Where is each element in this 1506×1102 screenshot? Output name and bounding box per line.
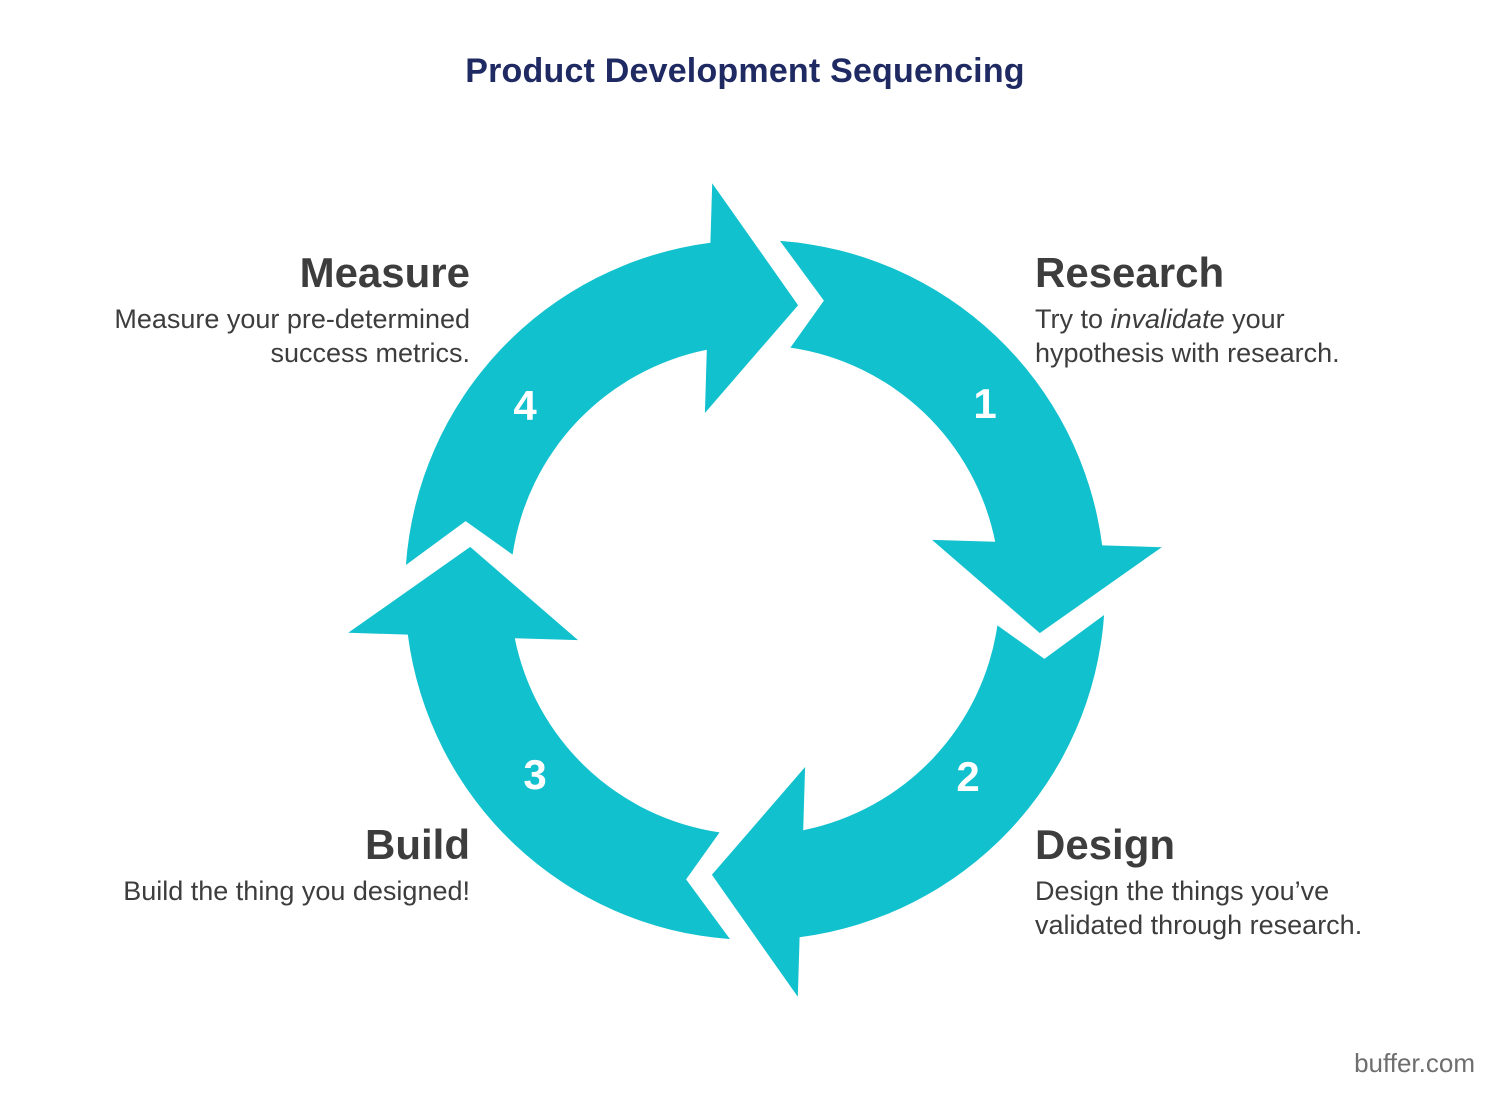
step-description-measure: Measure your pre-determined success metr… — [90, 302, 470, 370]
research-desc-italic: invalidate — [1110, 304, 1225, 334]
footer-credit: buffer.com — [1354, 1048, 1475, 1078]
measure-desc-line2: success metrics. — [270, 338, 470, 368]
build-desc-line1: Build the thing you designed! — [123, 876, 470, 906]
design-desc-line2: validated through research. — [1035, 910, 1363, 940]
step-number-3: 3 — [523, 751, 546, 798]
step-label-research: Research — [1035, 249, 1225, 296]
step-description-build: Build the thing you designed! — [90, 874, 470, 908]
research-desc-line2: hypothesis with research. — [1035, 338, 1340, 368]
step-number-4: 4 — [513, 382, 537, 429]
step-number-1: 1 — [973, 380, 996, 427]
step-block-measure: Measure Measure your pre-determined succ… — [90, 248, 470, 370]
step-label-build: Build — [365, 821, 470, 868]
step-description-research: Try to invalidate your hypothesis with r… — [1035, 302, 1455, 370]
cycle-segment-measure — [405, 183, 799, 565]
step-block-research: Research Try to invalidate your hypothes… — [1035, 248, 1455, 370]
step-description-design: Design the things you’ve validated throu… — [1035, 874, 1455, 942]
step-label-design: Design — [1035, 821, 1176, 868]
measure-desc-line1: Measure your pre-determined — [114, 304, 470, 334]
step-number-2: 2 — [956, 753, 979, 800]
step-label-measure: Measure — [299, 249, 470, 296]
cycle-diagram: 1 2 3 4 — [348, 183, 1162, 997]
research-desc-pre: Try to — [1035, 304, 1111, 334]
step-block-design: Design Design the things you’ve validate… — [1035, 820, 1455, 942]
page-title: Product Development Sequencing — [465, 52, 1025, 90]
design-desc-line1: Design the things you’ve — [1035, 876, 1330, 906]
step-block-build: Build Build the thing you designed! — [90, 820, 470, 908]
research-desc-post: your — [1224, 304, 1285, 334]
